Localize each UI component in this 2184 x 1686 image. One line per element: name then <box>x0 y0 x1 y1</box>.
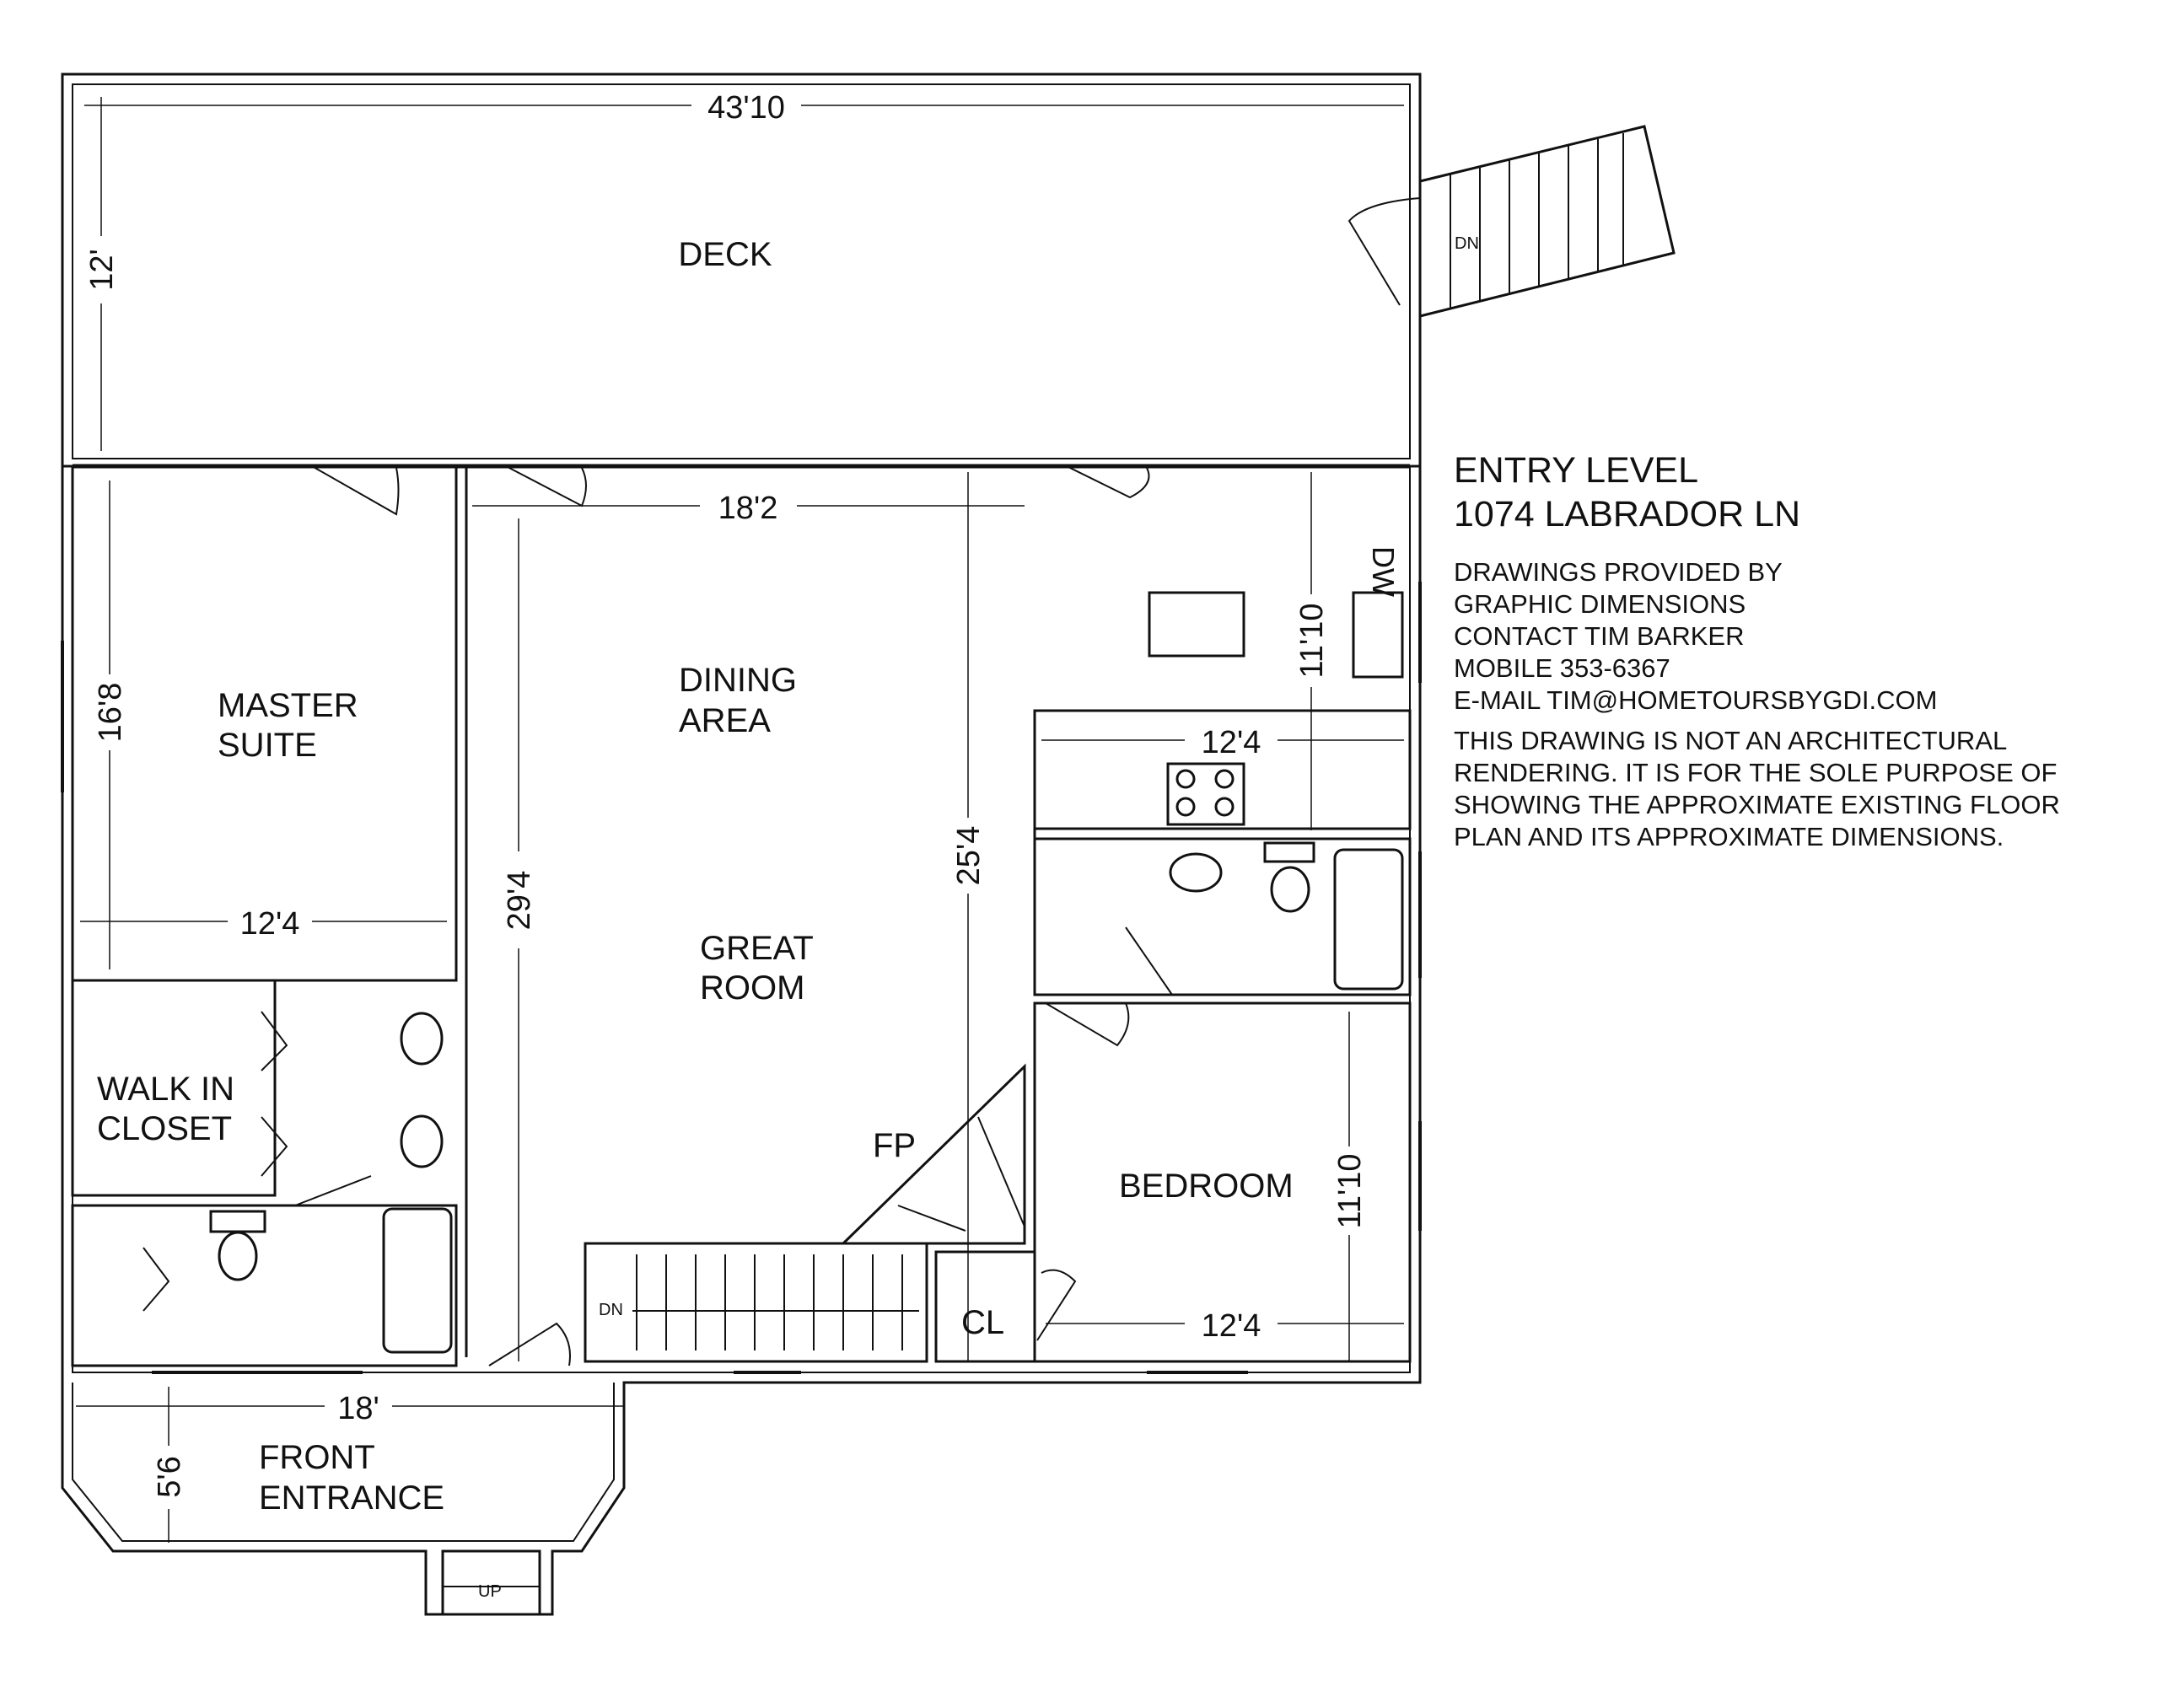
fireplace <box>840 1063 1026 1245</box>
disclaimer-line: SHOWING THE APPROXIMATE EXISTING FLOOR <box>1454 790 2060 819</box>
dim-master-depth: 16'8 <box>93 683 128 743</box>
title-line-1: ENTRY LEVEL <box>1454 450 1698 491</box>
label-dining-2: AREA <box>679 702 771 739</box>
front-steps-up-label: UP <box>478 1582 502 1601</box>
master-sink-1 <box>400 1012 444 1066</box>
master-bath-walls <box>71 1204 458 1367</box>
label-front-1: FRONT <box>259 1439 375 1476</box>
dishwasher-label: DW <box>1366 546 1401 597</box>
bedroom-walls <box>1033 1001 1412 1363</box>
kitchen-island <box>1148 591 1245 658</box>
label-bedroom: BEDROOM <box>1119 1168 1294 1205</box>
credits: DRAWINGS PROVIDED BY GRAPHIC DIMENSIONS … <box>1454 556 1937 717</box>
dim-kitchen-width: 12'4 <box>1202 725 1261 760</box>
walk-in-closet-walls <box>71 979 277 1197</box>
master-tub <box>382 1207 453 1354</box>
credits-line: E-MAIL TIM@HOMETOURSBYGDI.COM <box>1454 685 1938 715</box>
credits-line: DRAWINGS PROVIDED BY <box>1454 557 1783 587</box>
closet-walls <box>934 1250 1036 1363</box>
label-walkin-2: CLOSET <box>97 1110 232 1147</box>
dim-kitchen-depth: 11'10 <box>1294 604 1330 679</box>
label-great-1: GREAT <box>700 930 814 967</box>
label-great-2: ROOM <box>700 969 804 1007</box>
hall-toilet <box>1270 866 1310 913</box>
disclaimer-line: THIS DRAWING IS NOT AN ARCHITECTURAL <box>1454 726 2008 755</box>
dim-dining-width: 18'2 <box>718 491 778 526</box>
hall-bath-walls <box>1033 837 1412 996</box>
dim-entrance-depth: 5'6 <box>152 1456 187 1498</box>
label-dining-1: DINING <box>679 662 797 699</box>
plan-title: ENTRY LEVEL 1074 LABRADOR LN <box>1454 448 1800 536</box>
master-toilet <box>218 1231 258 1281</box>
dim-bedroom-width: 12'4 <box>1202 1308 1261 1344</box>
dim-deck-width: 43'10 <box>707 90 785 126</box>
credits-line: GRAPHIC DIMENSIONS <box>1454 589 1746 619</box>
front-entrance-outline <box>72 1383 615 1542</box>
disclaimer: THIS DRAWING IS NOT AN ARCHITECTURAL REN… <box>1454 725 2162 853</box>
dim-entrance-width: 18' <box>337 1391 379 1426</box>
label-master-2: SUITE <box>218 727 317 764</box>
dim-bedroom-depth: 11'10 <box>1332 1154 1368 1229</box>
interior-stairs-dn-label: DN <box>599 1301 623 1319</box>
front-steps <box>441 1549 541 1616</box>
hall-sink <box>1169 852 1223 893</box>
label-deck: DECK <box>678 236 772 273</box>
range <box>1166 762 1245 826</box>
disclaimer-line: PLAN AND ITS APPROXIMATE DIMENSIONS. <box>1454 822 2004 851</box>
deck-stairs-dn-label: DN <box>1455 234 1479 253</box>
title-line-2: 1074 LABRADOR LN <box>1454 494 1801 534</box>
master-sink-2 <box>400 1114 444 1168</box>
credits-line: CONTACT TIM BARKER <box>1454 621 1745 651</box>
interior-stairs <box>584 1242 928 1363</box>
credits-line: MOBILE 353-6367 <box>1454 653 1670 683</box>
hall-tub <box>1333 848 1404 991</box>
dim-great-depth-2: 25'4 <box>951 826 987 886</box>
disclaimer-line: RENDERING. IT IS FOR THE SOLE PURPOSE OF <box>1454 758 2058 787</box>
label-closet: CL <box>961 1304 1004 1341</box>
dim-deck-depth: 12' <box>84 249 120 291</box>
dim-master-width: 12'4 <box>240 906 300 942</box>
dim-great-depth: 29'4 <box>502 871 537 931</box>
house-exterior-wall <box>61 466 443 1616</box>
kitchen-sink <box>1352 591 1404 679</box>
label-front-2: ENTRANCE <box>259 1479 444 1517</box>
label-fp: FP <box>873 1127 916 1164</box>
deck-stairs <box>1419 125 1676 318</box>
label-walkin-1: WALK IN <box>97 1071 234 1108</box>
label-master-1: MASTER <box>218 687 358 724</box>
